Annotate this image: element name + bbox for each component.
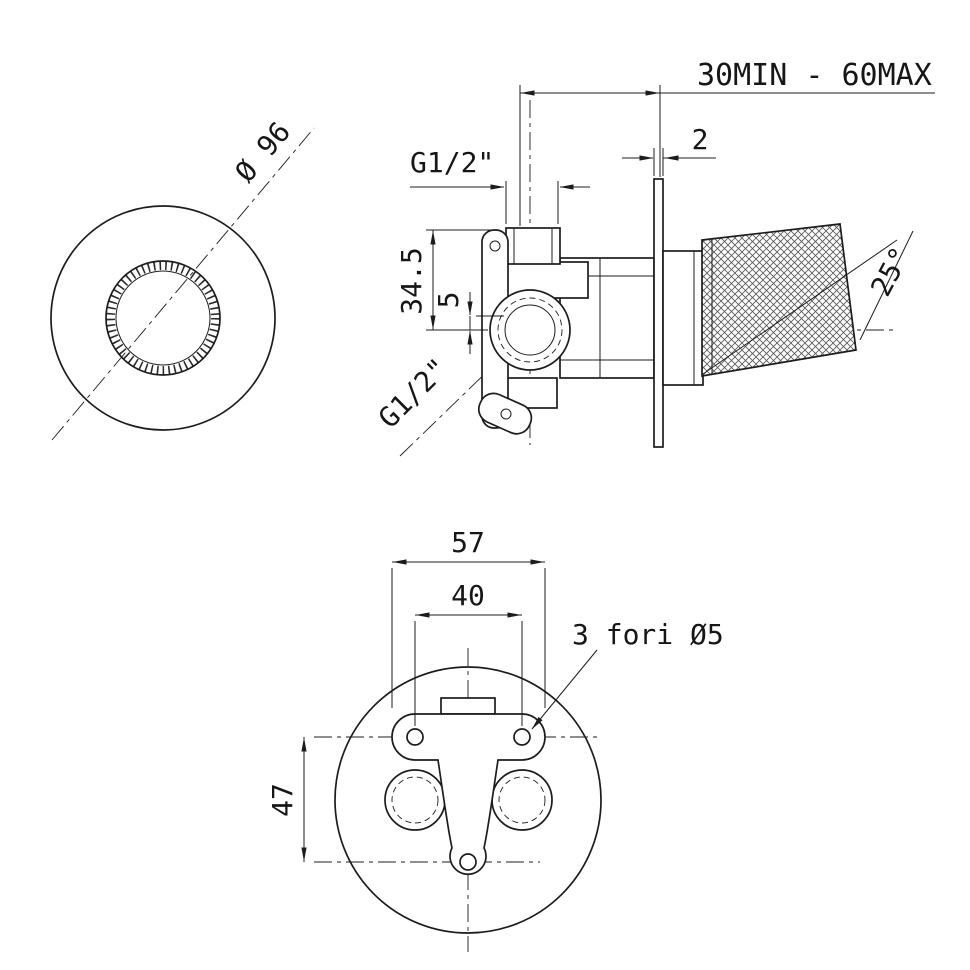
front-centerline [51, 127, 315, 441]
front-diameter-label: Ø 96 [228, 115, 297, 188]
angle-leader-line [702, 239, 898, 375]
front-knurl-ring [106, 261, 220, 375]
mounting-bracket [391, 713, 546, 876]
left-inlet-thread [391, 776, 439, 824]
height-label: 34.5 [395, 247, 428, 314]
mounting-hole [406, 728, 424, 746]
leader-line [531, 649, 598, 730]
offset-label: 5 [432, 292, 465, 309]
depth-range-label: 30MIN - 60MAX [697, 58, 932, 93]
left-inlet-port [384, 769, 446, 831]
dim-height-34-5: 34.5 [395, 229, 497, 331]
top-thread-label: G1/2" [410, 146, 494, 179]
wall-panel [653, 178, 664, 448]
right-inlet-port [491, 769, 553, 831]
vertical-spacing-label: 47 [266, 783, 299, 817]
dim-offset-5: 5 [432, 292, 504, 354]
dim-wall-thickness: 2 [622, 123, 716, 176]
front-view: Ø 96 [50, 115, 315, 441]
dim-width-57: 57 [391, 526, 546, 708]
side-thread-label: G1/2" [372, 352, 455, 435]
valve-top-port [505, 227, 561, 265]
top-port-stub [440, 697, 496, 715]
dim-top-thread: G1/2" [410, 146, 590, 224]
wall-thickness-label: 2 [692, 123, 709, 156]
handle-angle-label: 25° [864, 241, 917, 301]
side-port-thread-circle [497, 297, 563, 363]
escutcheon-flange [662, 250, 704, 386]
width-label: 57 [451, 526, 485, 559]
escutcheon-outline-circle [334, 666, 602, 934]
bracket-screw-hole [500, 408, 512, 420]
side-view: 25° 30MIN - 60MAX 2 G1/2" [372, 58, 935, 457]
dim-depth-range: 30MIN - 60MAX [519, 58, 935, 226]
knurled-handle [701, 223, 857, 378]
hole-spacing-label: 40 [451, 579, 485, 612]
dim-hole-spacing-40: 40 [414, 579, 523, 726]
right-inlet-thread [498, 776, 546, 824]
side-port-bore-circle [504, 304, 556, 356]
front-outer-circle [50, 205, 276, 431]
dim-vertical-spacing-47: 47 [266, 737, 307, 862]
front-knurl-outer-circle [105, 260, 221, 376]
angle-edge-line [859, 230, 914, 341]
bracket-screw-hole [489, 240, 501, 252]
holes-note: 3 fori Ø5 [531, 618, 724, 730]
side-port-outer-circle [489, 289, 571, 371]
mounting-hole [513, 728, 531, 746]
bottom-view: 57 40 3 fori Ø5 47 [266, 526, 724, 952]
front-knurl-inner-circle [115, 270, 211, 366]
bracket-foot [477, 392, 533, 435]
mounting-hole [459, 853, 477, 871]
bracket-foot-shape [477, 392, 533, 435]
holes-note-label: 3 fori Ø5 [572, 618, 724, 651]
